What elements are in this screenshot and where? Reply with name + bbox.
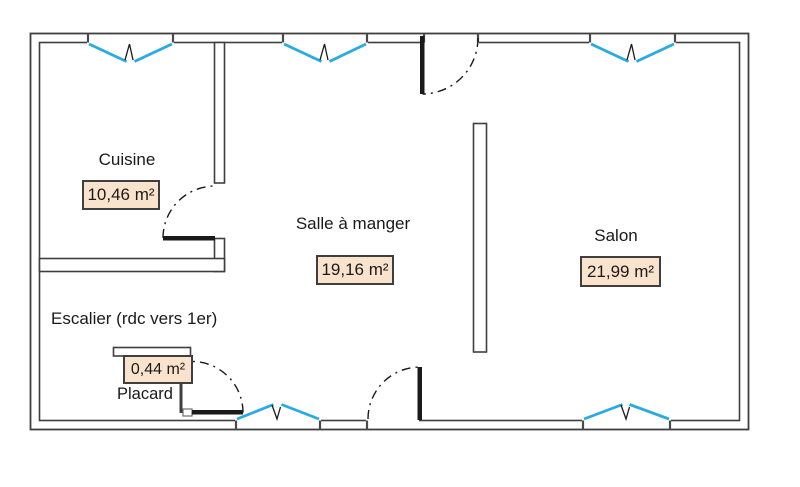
area-badge-cuisine: 10,46 m² [82, 180, 160, 210]
wall-opening [87, 41, 174, 45]
partition-wall-salle-salon [472, 122, 488, 353]
window-hinge-mark [124, 43, 134, 61]
exterior-wall-outer [29, 32, 750, 431]
area-badge-placard: 0,44 m² [123, 355, 193, 384]
window-pane-bottom1-left [236, 403, 275, 421]
door-leaf-entrance-top [420, 36, 425, 94]
opening-ticks [86, 33, 677, 430]
window-pane-salon-bottom-right [629, 403, 670, 421]
door-arc-cuisine [162, 185, 216, 239]
area-badge-salon: 21,99 m² [580, 256, 661, 287]
room-label-placard: Placard [117, 385, 173, 403]
wall-opening [582, 419, 671, 423]
door-arc-entrance-bottom [367, 366, 421, 420]
window-pane-salon-top-left [590, 42, 630, 63]
window-pane-bottom1-right [280, 403, 320, 421]
room-label-salon: Salon [594, 226, 638, 245]
wall-opening [235, 419, 321, 423]
door-leaves [163, 36, 425, 420]
room-label-escalier: Escalier (rdc vers 1er) [51, 309, 218, 328]
door-arc-entrance-top [422, 37, 479, 95]
wall-opening [423, 41, 479, 45]
wall-openings [87, 41, 676, 423]
window-hinge-mark [319, 43, 329, 61]
wall-opening [282, 41, 368, 45]
area-badge-salle-a-manger: 19,16 m² [316, 255, 394, 285]
window-hinge-mark [620, 404, 631, 422]
door-swing-arcs [162, 37, 479, 420]
door-arc-placard [191, 360, 244, 413]
windows [88, 42, 675, 421]
wall-opening [366, 419, 419, 423]
door-leaf-entrance-bottom [417, 367, 422, 420]
door-leaf-cuisine [163, 236, 215, 241]
window-pane-cuisine-left [88, 42, 128, 63]
wall-opening [589, 41, 676, 45]
window-pane-salle-right [328, 42, 367, 63]
interior-walls [38, 41, 488, 417]
placard-door-frame [182, 408, 193, 417]
window-pane-salle-left [283, 42, 323, 63]
window-hinge-marks [124, 43, 636, 422]
room-label-cuisine: Cuisine [98, 150, 156, 169]
window-pane-salon-top-right [635, 42, 675, 63]
window-pane-salon-bottom-left [583, 403, 623, 421]
interior-wall-cuisine-right-upper [213, 41, 226, 184]
window-hinge-mark [271, 404, 282, 422]
door-leaf-placard [192, 410, 243, 415]
interior-wall-cuisine-bottom [38, 257, 226, 273]
window-pane-cuisine-right [133, 42, 173, 63]
window-hinge-mark [626, 43, 636, 61]
room-label-salle-a-manger: Salle à manger [295, 214, 411, 233]
